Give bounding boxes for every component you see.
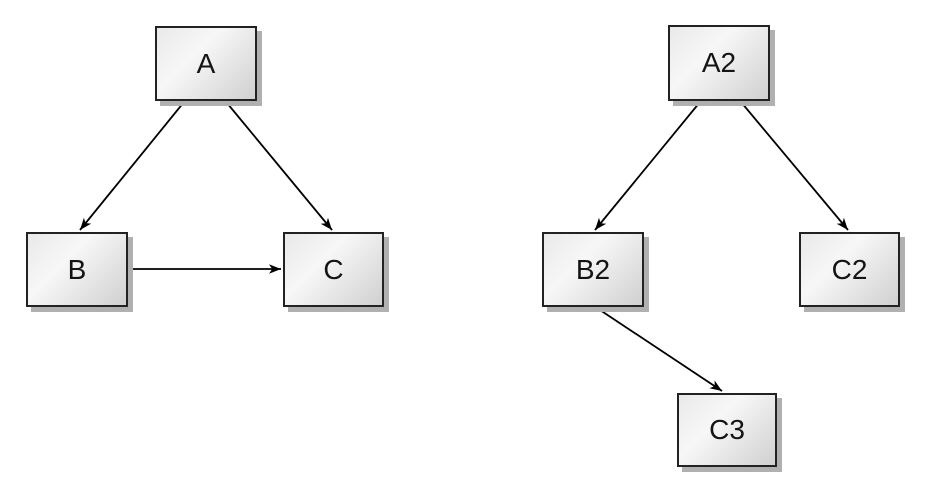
node-C[interactable]: C: [283, 232, 384, 307]
edge-A-B: [79, 101, 185, 231]
edge-A2-C2: [740, 101, 849, 231]
node-A[interactable]: A: [155, 26, 257, 101]
node-B[interactable]: B: [26, 232, 128, 307]
edge-A2-B2: [594, 101, 701, 231]
node-label: A2: [701, 47, 737, 78]
node-B2[interactable]: B2: [542, 232, 644, 307]
node-C3[interactable]: C3: [677, 393, 777, 467]
node-A2[interactable]: A2: [668, 25, 770, 101]
edge-B2-C3: [596, 307, 723, 392]
edge-A-C: [226, 102, 333, 231]
node-label: B2: [575, 253, 611, 285]
node-label: C: [323, 253, 344, 285]
node-C2[interactable]: C2: [799, 232, 900, 307]
node-label: A: [196, 47, 216, 79]
node-label: C2: [831, 253, 868, 285]
edges-group: [79, 101, 849, 392]
node-label: B: [67, 253, 87, 285]
node-label: C3: [709, 414, 745, 445]
